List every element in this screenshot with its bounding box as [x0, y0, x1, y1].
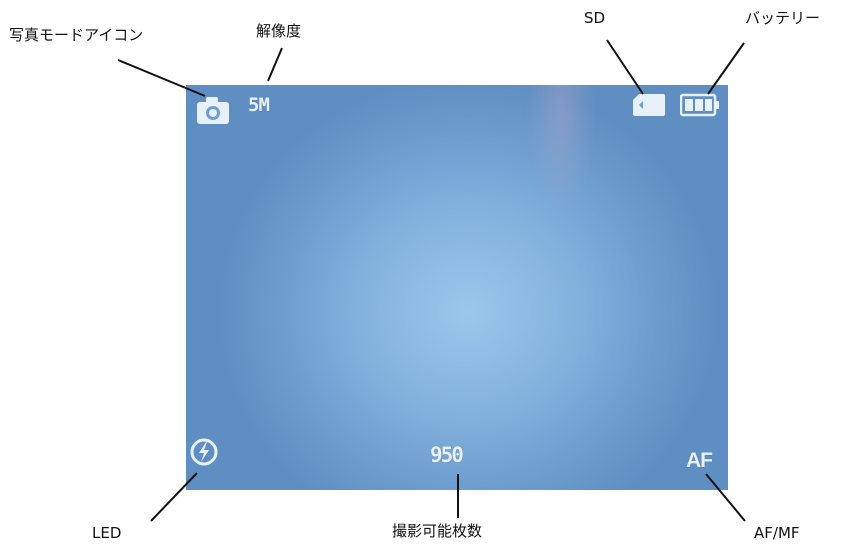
resolution-leader: [267, 47, 283, 82]
resolution-value: 5M: [248, 94, 270, 116]
sd-label: SD: [584, 9, 606, 27]
sd-card-icon: [633, 94, 665, 116]
resolution-label: 解像度: [256, 22, 302, 40]
focus-mode-value: AF: [686, 449, 713, 472]
camera-icon: [197, 97, 229, 124]
af-mf-label: AF/MF: [754, 524, 800, 542]
shots-remaining-value: 950: [430, 443, 464, 467]
battery-label: バッテリー: [745, 9, 821, 27]
led-label: LED: [92, 524, 122, 542]
photo-mode-label: 写真モードアイコン: [9, 26, 144, 44]
camera-lcd-screen: 5M 950 AF: [186, 85, 728, 490]
battery-icon: [680, 93, 719, 117]
shots-remaining-label: 撮影可能枚数: [392, 522, 483, 540]
flash-icon: [190, 438, 218, 466]
